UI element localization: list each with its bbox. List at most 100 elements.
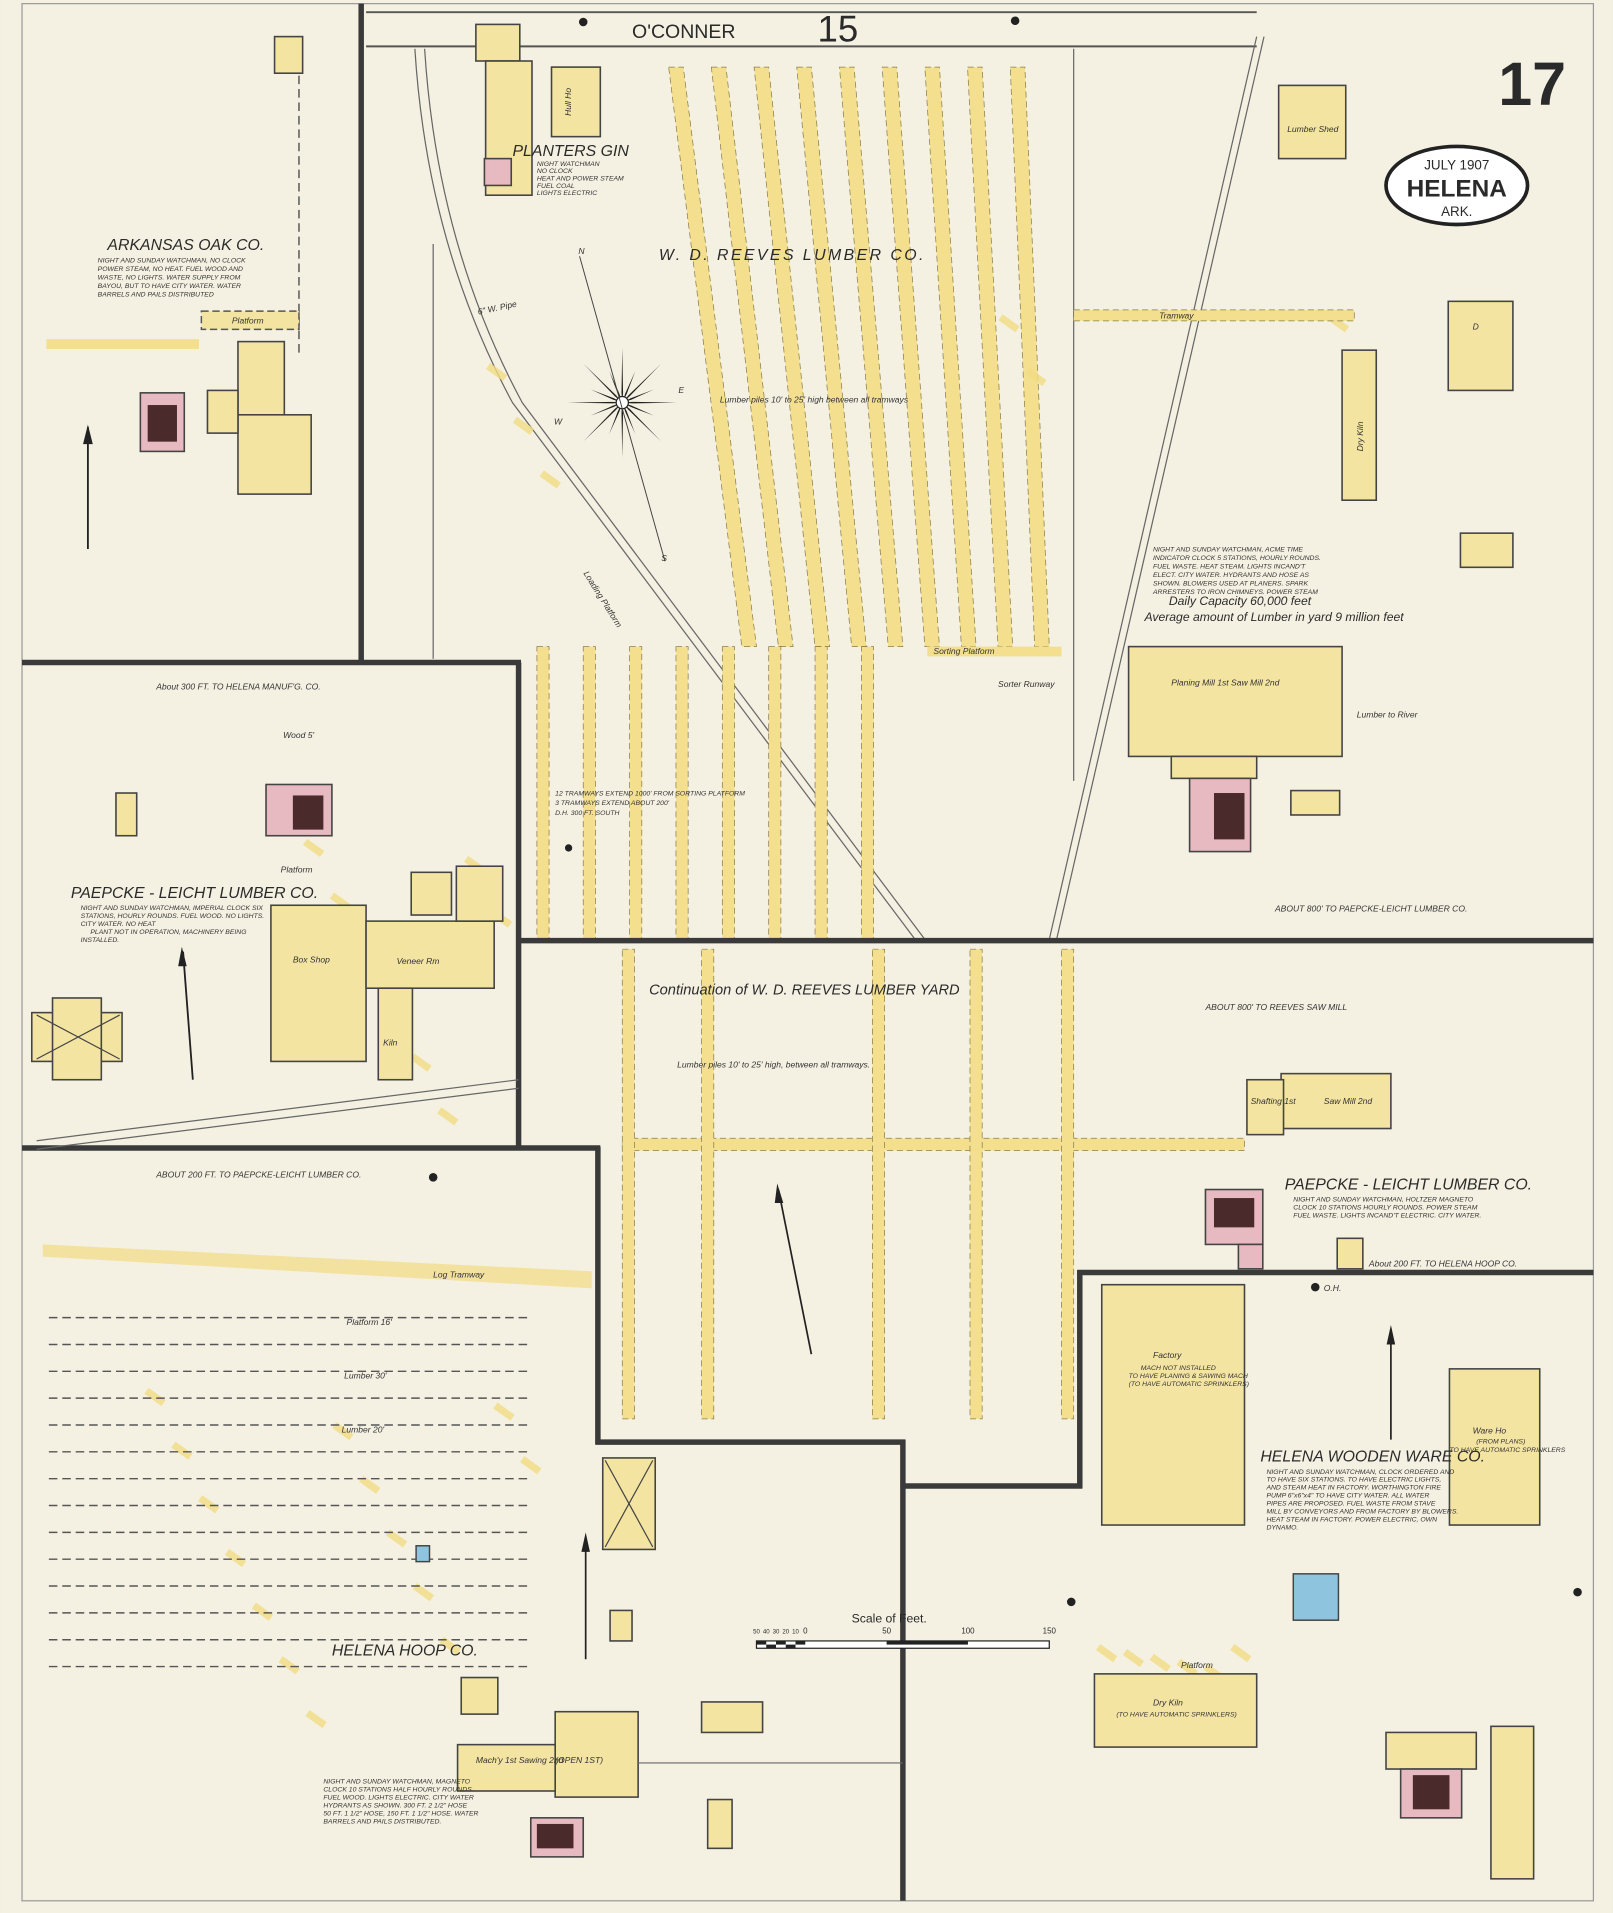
- scale-tick-label: 50: [753, 1629, 760, 1636]
- title-cartouche: JULY 1907 HELENA ARK.: [1384, 144, 1530, 227]
- svg-text:Dry Kiln: Dry Kiln: [1153, 1698, 1183, 1708]
- hatch: [1176, 1658, 1198, 1677]
- compass-ray: [622, 402, 654, 416]
- compass-ray: [622, 402, 636, 435]
- tramway: [768, 646, 782, 940]
- svg-text:NIGHT AND SUNDAY WATCHMAN, MAG: NIGHT AND SUNDAY WATCHMAN, MAGNETOCLOCK …: [323, 1779, 478, 1826]
- tramway-label: Tramway: [1159, 310, 1194, 320]
- compass-ray: [621, 402, 624, 458]
- cartouche-date: JULY 1907: [1424, 158, 1489, 173]
- tramway: [621, 948, 635, 1420]
- tramway: [710, 66, 794, 647]
- hatch: [485, 363, 508, 382]
- scale-segment: [766, 1644, 776, 1649]
- distance-note: About 300 FT. TO HELENA MANUF'G. CO.: [155, 681, 320, 691]
- svg-text:12 TRAMWAYS EXTEND 1000' FROM: 12 TRAMWAYS EXTEND 1000' FROM SORTING PL…: [555, 790, 745, 817]
- svg-text:(FROM PLANS)TO HAVE AUTOMATIC: (FROM PLANS)TO HAVE AUTOMATIC SPRINKLERS: [1449, 1438, 1565, 1454]
- box-shop-label: Box Shop: [293, 955, 330, 965]
- sorting-platform-label: Sorting Platform: [933, 646, 994, 656]
- scale-segment: [886, 1640, 968, 1645]
- tramway: [582, 646, 596, 940]
- hatch: [412, 1583, 435, 1602]
- scale-tick-label: 40: [763, 1629, 770, 1636]
- hatch: [278, 1656, 300, 1675]
- hatch: [1149, 1653, 1171, 1672]
- north-arrow-icon: [581, 1532, 590, 1552]
- hatch: [251, 1602, 274, 1621]
- hatch: [1122, 1648, 1145, 1668]
- sheet-border: [21, 3, 1595, 1902]
- platform-16-label: Platform 16': [347, 1317, 393, 1327]
- street-sheet-number: 15: [817, 8, 858, 49]
- hatching: [144, 314, 1350, 1729]
- compass-ray: [590, 389, 623, 403]
- scale-segment: [785, 1644, 796, 1649]
- arkansas-oak-name: ARKANSAS OAK CO.: [106, 237, 264, 254]
- svg-text:N: N: [578, 246, 585, 256]
- arkansas-oak-co: Platform ARKANSAS OAK CO. NIGHT AND SUND…: [46, 35, 312, 550]
- hatch: [1230, 1644, 1252, 1663]
- hatch: [410, 1053, 432, 1072]
- reeves-piles-note: Lumber piles 10' to 25' high between all…: [720, 395, 909, 405]
- street-name: O'CONNER: [632, 21, 735, 43]
- paepcke-east-name: PAEPCKE - LEICHT LUMBER CO.: [1285, 1177, 1532, 1194]
- tramway: [536, 646, 550, 940]
- veneer-room-label: Veneer Rm: [397, 956, 440, 966]
- pump-house: [1292, 1573, 1340, 1621]
- section-boundaries: [22, 3, 1594, 1901]
- compass-ray: [622, 389, 654, 403]
- svg-text:NIGHT AND SUNDAY WATCHMAN, IMP: NIGHT AND SUNDAY WATCHMAN, IMPERIAL CLOC…: [81, 905, 265, 944]
- compass-ray: [583, 363, 623, 403]
- svg-text:Log Tramway: Log Tramway: [433, 1269, 485, 1279]
- hatch: [305, 1709, 327, 1729]
- tramway: [861, 646, 874, 940]
- compass-ray: [590, 402, 623, 416]
- svg-text:NIGHT AND SUNDAY WATCHMAN, HOL: NIGHT AND SUNDAY WATCHMAN, HOLTZER MAGNE…: [1293, 1197, 1481, 1220]
- svg-text:NIGHT AND SUNDAY WATCHMAN, NO: NIGHT AND SUNDAY WATCHMAN, NO CLOCKPOWER…: [98, 257, 246, 298]
- svg-text:Wood 5': Wood 5': [283, 730, 314, 740]
- hatch: [437, 1107, 459, 1126]
- hull-ho-label: Hull Ho: [563, 88, 573, 116]
- scale-segment: [795, 1640, 806, 1645]
- svg-text:NIGHT AND SUNDAY WATCHMAN, ACM: NIGHT AND SUNDAY WATCHMAN, ACME TIMEINDI…: [1152, 546, 1321, 596]
- hatch: [539, 470, 561, 489]
- cartouche-state: ARK.: [1441, 204, 1472, 219]
- svg-text:W: W: [554, 417, 563, 427]
- hatch: [1095, 1644, 1118, 1663]
- svg-text:Mach'y 1st Sawing 2nd: Mach'y 1st Sawing 2nd: [476, 1755, 564, 1765]
- compass-rose-icon: N S E W: [554, 246, 684, 563]
- hatch: [385, 1529, 408, 1548]
- north-arrow-icon: [774, 1183, 784, 1203]
- scale-tick-label: 150: [1043, 1627, 1057, 1636]
- compass-ray: [622, 402, 662, 442]
- hatch: [512, 416, 535, 435]
- kiln-label: Kiln: [383, 1038, 397, 1048]
- tramway: [924, 66, 977, 647]
- tramway: [1009, 66, 1050, 647]
- scale-tick-label: 20: [782, 1629, 789, 1636]
- north-arrow-icon: [1386, 1324, 1396, 1345]
- sorter-runway-label: Sorter Runway: [998, 679, 1055, 689]
- scale-title: Scale of Feet.: [852, 1612, 927, 1626]
- hatch: [144, 1387, 166, 1407]
- svg-text:(TO HAVE AUTOMATIC SPRINKLERS): (TO HAVE AUTOMATIC SPRINKLERS): [1116, 1712, 1236, 1719]
- compass-ray: [567, 401, 623, 404]
- north-arrow-icon: [83, 424, 93, 445]
- hatch: [439, 1636, 461, 1655]
- svg-text:NIGHT AND SUNDAY WATCHMAN, CLO: NIGHT AND SUNDAY WATCHMAN, CLOCK ORDERED…: [1265, 1469, 1458, 1532]
- factory-label: Factory: [1153, 1350, 1182, 1360]
- ware-house-label: Ware Ho: [1473, 1426, 1507, 1436]
- distance-note: ABOUT 200 FT. TO PAEPCKE-LEICHT LUMBER C…: [155, 1169, 361, 1179]
- cartouche-city: HELENA: [1407, 175, 1507, 202]
- compass-ray: [621, 347, 624, 403]
- planters-gin-name: PLANTERS GIN: [512, 143, 629, 160]
- lumber-shed-label: Lumber Shed: [1287, 124, 1338, 134]
- reeves-name: W. D. REEVES LUMBER CO.: [659, 247, 926, 264]
- daily-capacity: Daily Capacity 60,000 feet: [1169, 594, 1312, 608]
- compass-ray: [622, 371, 636, 403]
